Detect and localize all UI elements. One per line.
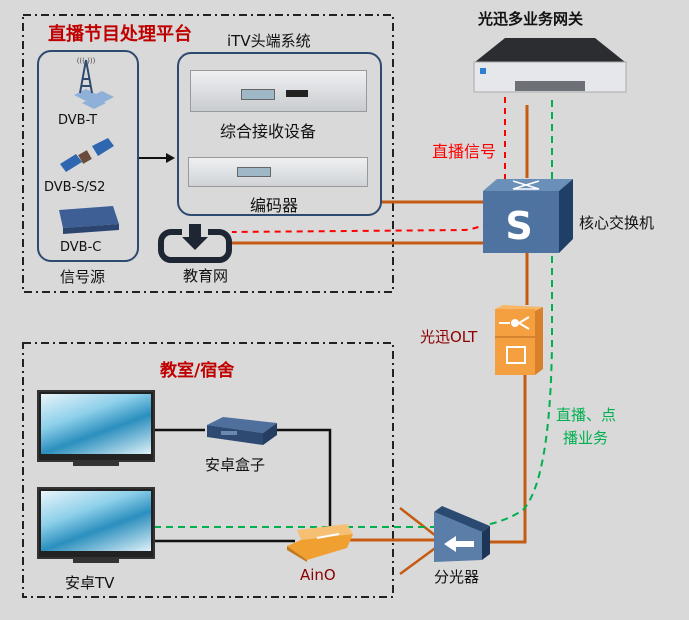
source-label-dvb-t: DVB-T	[58, 113, 98, 128]
splitter-label: 分光器	[434, 568, 480, 586]
signal-source-caption: 信号源	[60, 268, 106, 286]
splitter-branch-1	[399, 507, 437, 537]
service-label-line2: 播业务	[563, 429, 609, 447]
tv-2	[37, 487, 155, 563]
service-path	[155, 100, 553, 528]
source-label-dvb-s: DVB-S/S2	[44, 180, 106, 195]
edu-net-download-icon	[158, 224, 232, 263]
olt-label: 光迅OLT	[420, 328, 478, 346]
headend-title: iTV头端系统	[227, 32, 311, 50]
satellite-icon	[60, 138, 114, 172]
tv-1	[37, 390, 155, 466]
service-label-line1: 直播、点	[556, 406, 617, 424]
splitter-icon	[434, 506, 490, 562]
edu-net-label: 教育网	[183, 267, 229, 285]
aino-label: AinO	[300, 566, 336, 584]
classroom-title: 教室/宿舍	[160, 361, 235, 381]
gateway-device-icon	[473, 38, 627, 93]
android-tv-label: 安卓TV	[65, 574, 115, 592]
source-label-dvb-c: DVB-C	[60, 240, 102, 255]
live-signal-label: 直播信号	[432, 142, 497, 161]
cable-modem-icon	[59, 206, 119, 234]
aino-device-icon	[287, 524, 353, 562]
android-stb-icon	[207, 417, 277, 445]
olt-device-icon	[495, 305, 543, 375]
platform-group-border	[22, 14, 394, 293]
svg-text:((( ))): ((( )))	[77, 57, 96, 65]
encoder-device	[188, 157, 368, 187]
encoder-label: 编码器	[250, 196, 299, 215]
receiver-device	[190, 70, 367, 112]
platform-title: 直播节目处理平台	[48, 24, 192, 45]
core-switch-icon: S	[483, 179, 573, 253]
splitter-branch-2	[399, 544, 439, 576]
android-stb-label: 安卓盒子	[205, 456, 266, 474]
headend-box	[177, 52, 382, 216]
arrow-head	[166, 153, 175, 163]
classroom-group-border	[22, 342, 394, 598]
core-switch-label: 核心交换机	[579, 214, 655, 232]
receiver-label: 综合接收设备	[220, 122, 317, 141]
stb-to-aino-link	[275, 428, 332, 528]
olt-to-splitter-link	[488, 375, 527, 544]
broadcast-tower-icon: ((( )))	[74, 57, 114, 109]
signal-source-box	[37, 50, 139, 262]
gateway-label: 光迅多业务网关	[478, 10, 584, 28]
switch-glyph: S	[505, 204, 532, 248]
